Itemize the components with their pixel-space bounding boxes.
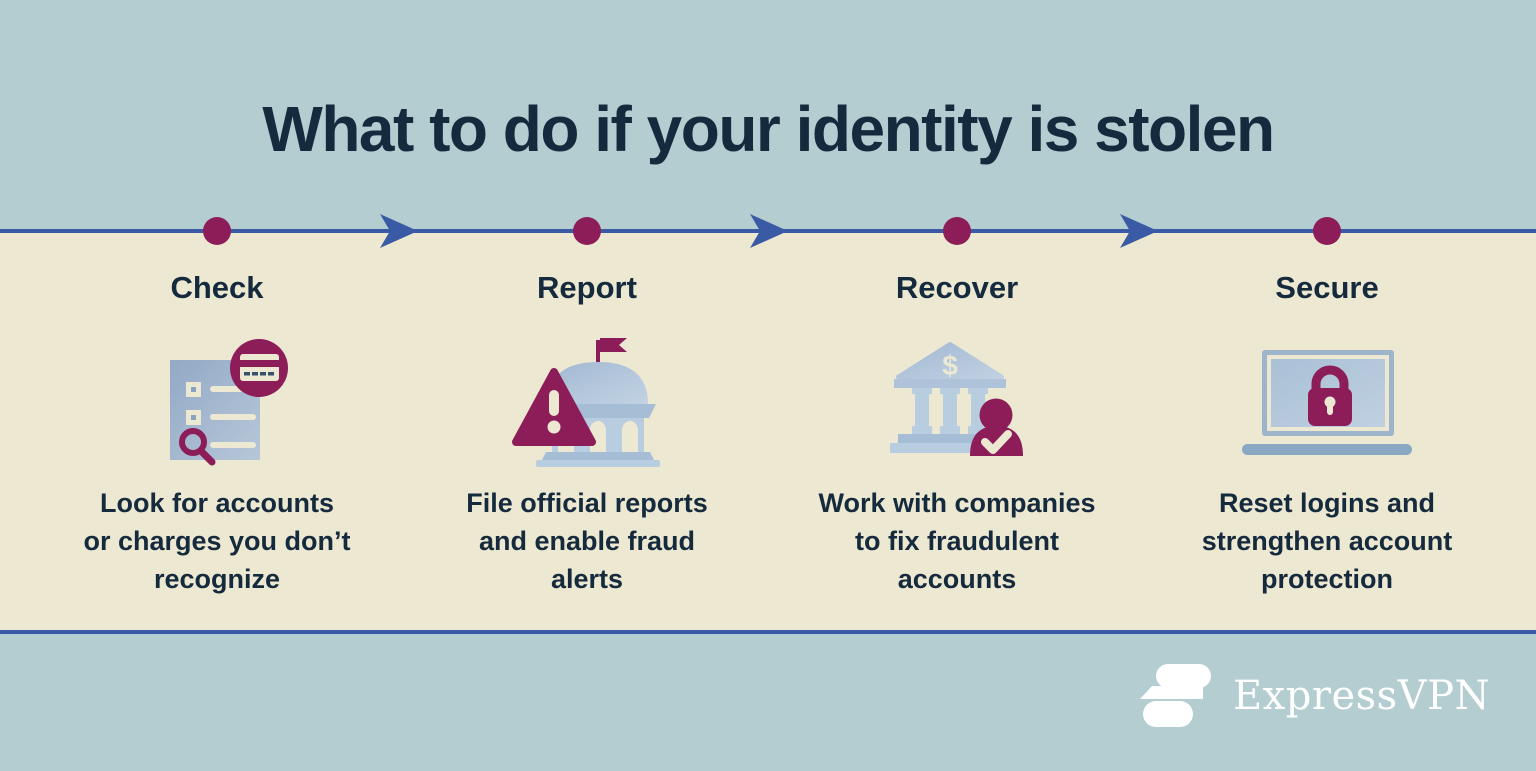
brand-wordmark: ExpressVPN [1232, 673, 1490, 719]
step-icon-wrap: $ [777, 332, 1137, 472]
timeline-arrow-icon [1120, 214, 1158, 248]
step-icon-wrap [1147, 332, 1507, 472]
timeline-dot [1313, 217, 1341, 245]
step-check: Check [37, 270, 397, 598]
step-description: File official reports and enable fraud a… [466, 488, 708, 594]
step-label: Secure [1275, 270, 1379, 305]
step-description: Reset logins and strengthen account prot… [1201, 488, 1453, 594]
timeline-dot [943, 217, 971, 245]
bottom-band [0, 634, 1536, 771]
step-icon-wrap [37, 332, 397, 472]
top-band [0, 0, 1536, 229]
brand-lockup: ExpressVPN [1139, 664, 1490, 729]
footer-rule [0, 630, 1536, 634]
government-building-warning-icon [512, 338, 660, 467]
step-label: Recover [895, 270, 1019, 305]
step-label: Report [537, 270, 637, 305]
step-description: Work with companies to fix fraudulent ac… [818, 488, 1096, 594]
bank-person-check-icon: $ [890, 342, 1023, 456]
laptop-padlock-icon [1242, 350, 1412, 455]
timeline-dot [573, 217, 601, 245]
document-search-card-icon [170, 339, 288, 466]
step-report: Report [407, 270, 767, 598]
svg-text:$: $ [942, 350, 958, 381]
step-label: Check [170, 270, 264, 305]
timeline-arrow-icon [380, 214, 418, 248]
timeline-dot [203, 217, 231, 245]
page-title: What to do if your identity is stolen [262, 93, 1275, 165]
step-recover: Recover $ [777, 270, 1137, 598]
step-icon-wrap [407, 332, 767, 472]
step-description: Look for accounts or charges you don’t r… [83, 488, 351, 594]
step-secure: Secure Reset logins and strengthen [1147, 270, 1507, 598]
timeline-arrow-icon [750, 214, 788, 248]
expressvpn-logo-icon [1139, 664, 1211, 727]
